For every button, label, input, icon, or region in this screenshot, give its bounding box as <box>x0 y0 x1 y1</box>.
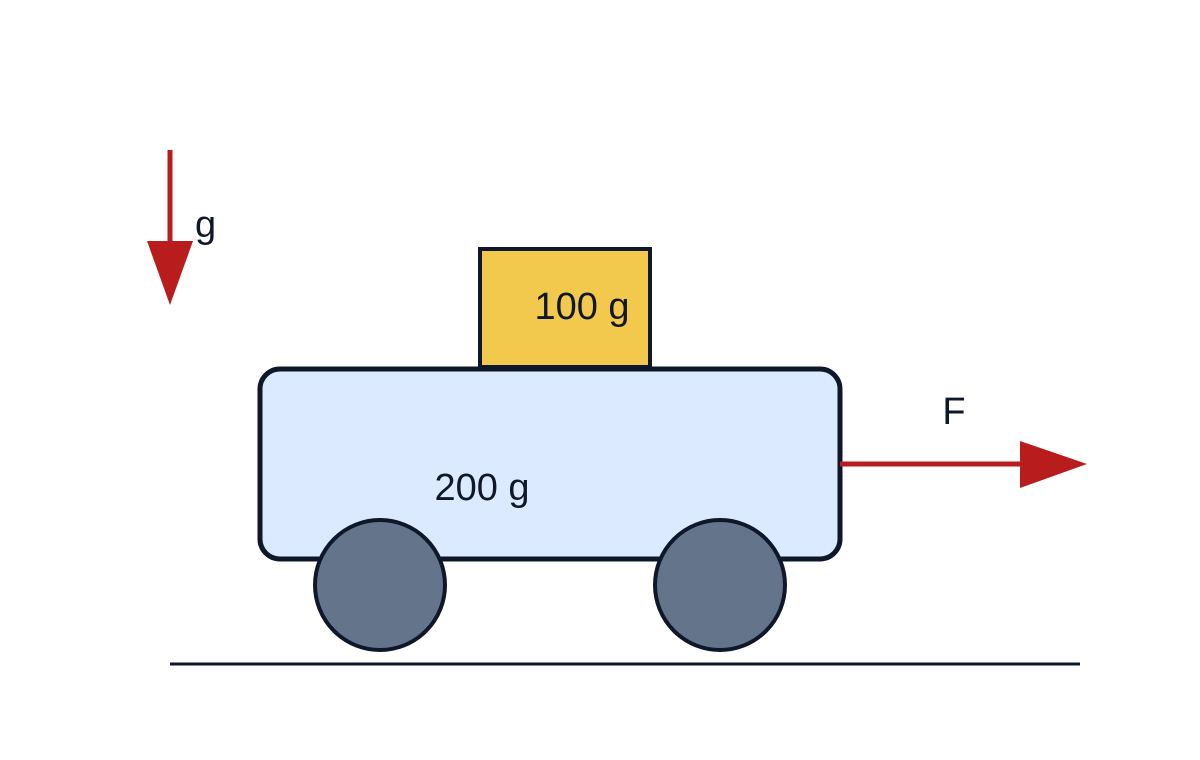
wheel-left <box>313 518 447 652</box>
force-arrow <box>840 441 1087 488</box>
block-mass-label: 100 g <box>534 286 629 328</box>
gravity-arrow-head <box>147 241 193 305</box>
wheel-right <box>653 518 787 652</box>
force-label: F <box>942 391 965 433</box>
gravity-arrow <box>147 150 193 305</box>
gravity-label: g <box>195 204 216 246</box>
cart-mass-label: 200 g <box>434 467 529 509</box>
force-arrow-head <box>1020 441 1087 488</box>
